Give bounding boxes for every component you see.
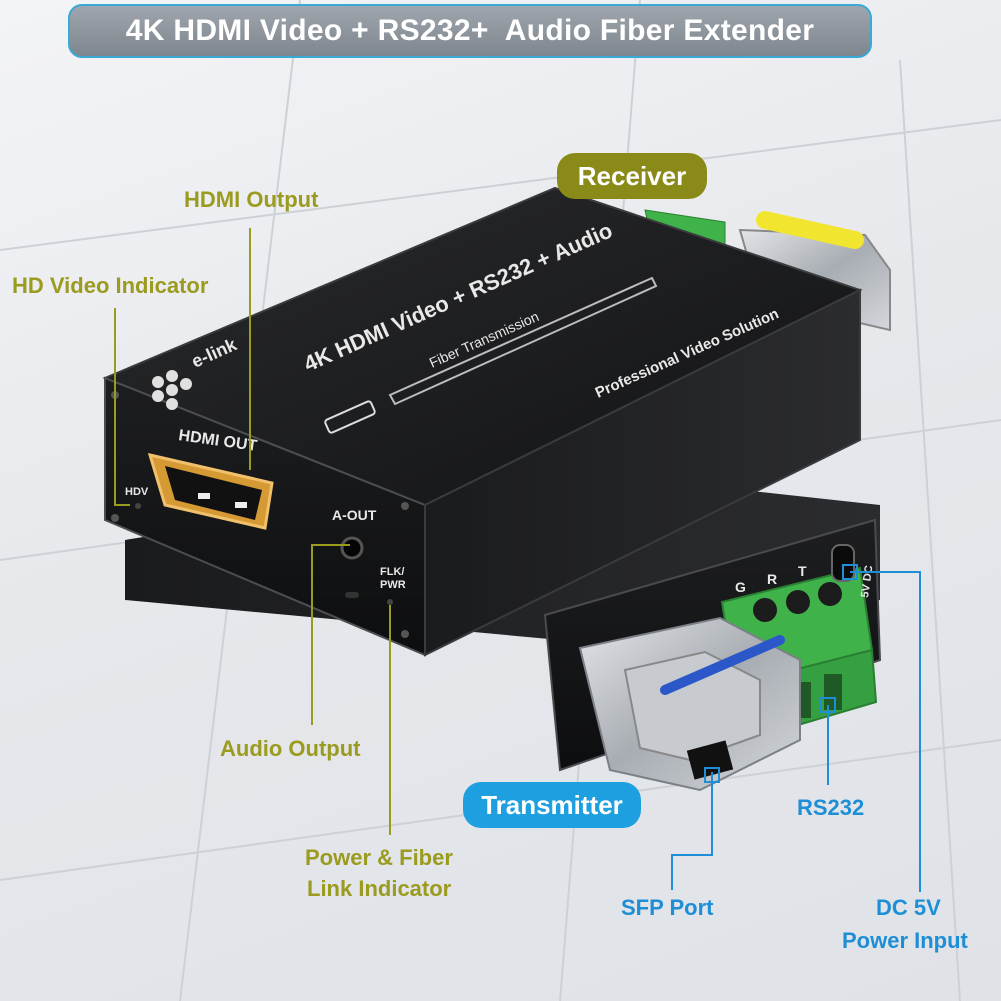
brand-logo-icon <box>152 370 192 410</box>
dc-port-label: 5V DC <box>859 565 875 599</box>
terminal-g-label: G <box>735 579 746 595</box>
terminal-t-label: T <box>798 563 807 579</box>
hdmi-output-label: HDMI Output <box>184 187 319 212</box>
dc-5v-label-line1: DC 5V <box>876 895 941 920</box>
flk-pwr-print-2: PWR <box>380 579 406 591</box>
a-out-print: A-OUT <box>332 507 377 523</box>
flk-pwr-print-1: FLK/ <box>380 566 404 578</box>
hd-video-led <box>135 503 141 509</box>
hdv-print: HDV <box>125 486 149 498</box>
terminal-r-label: R <box>767 571 777 587</box>
sfp-port-label: SFP Port <box>621 895 714 920</box>
audio-jack <box>340 536 364 560</box>
dc-5v-label-line2: Power Input <box>842 928 968 953</box>
title-banner: 4K HDMI Video + RS232+ Audio Fiber Exten… <box>68 4 872 58</box>
audio-output-label: Audio Output <box>220 736 361 761</box>
rs232-label: RS232 <box>797 795 865 820</box>
receiver-unit: 4K HDMI Video + RS232 + Audio Fiber Tran… <box>102 186 891 657</box>
power-fiber-led <box>387 599 393 605</box>
callout-lines <box>114 228 921 892</box>
dc-power-port <box>831 544 855 582</box>
sfp-module <box>578 616 801 792</box>
receiver-badge: Receiver <box>557 153 707 199</box>
power-fiber-label-line2: Link Indicator <box>307 876 452 901</box>
power-fiber-label-line1: Power & Fiber <box>305 845 453 870</box>
transmitter-badge: Transmitter <box>463 782 641 828</box>
hd-video-indicator-label: HD Video Indicator <box>12 273 209 298</box>
hdmi-port <box>147 452 274 530</box>
